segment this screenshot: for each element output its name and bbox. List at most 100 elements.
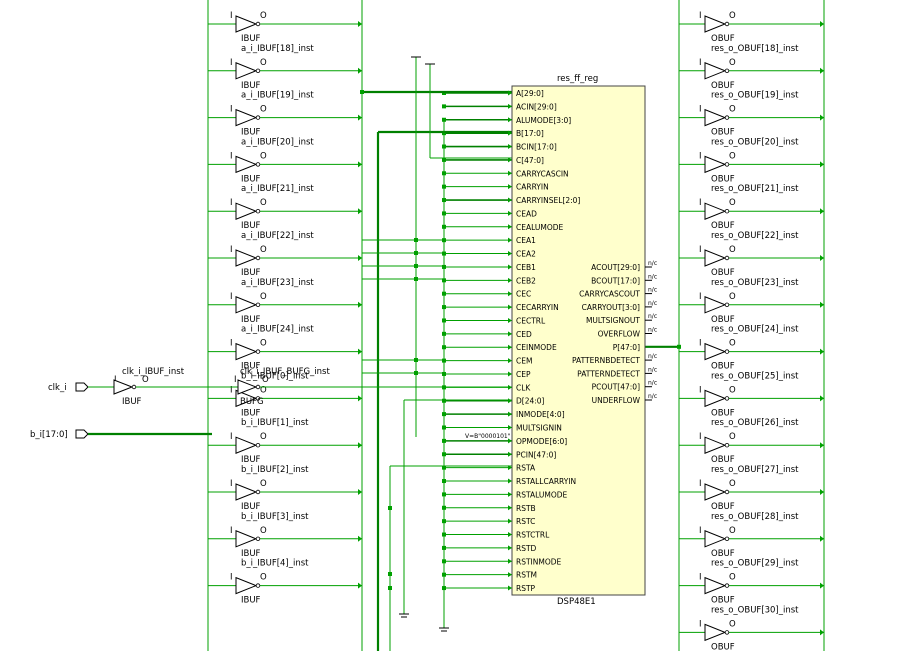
input-pin-i: I [230, 151, 233, 161]
pin-arrow [508, 210, 512, 216]
input-symbol[interactable] [235, 62, 258, 80]
input-pin-o: O [260, 198, 267, 208]
input-symbol[interactable] [235, 15, 258, 33]
input-symbol[interactable] [235, 108, 258, 127]
dsp-output-pin: BCOUT[17:0] [591, 276, 640, 285]
output-symbol[interactable] [704, 342, 727, 361]
output-symbol[interactable] [704, 108, 727, 127]
output-symbol[interactable] [704, 576, 727, 595]
input-symbol[interactable] [235, 576, 258, 595]
input-symbol[interactable] [235, 155, 258, 174]
clk-port[interactable] [75, 382, 89, 392]
input-bubble [255, 443, 261, 448]
output-type-label: OBUF [711, 642, 735, 651]
net-junction [414, 277, 418, 281]
output-symbol[interactable] [704, 62, 727, 80]
dsp-input-pin: BCIN[17:0] [516, 143, 557, 152]
output-pin-i: I [699, 619, 702, 629]
output-pin-o: O [729, 432, 736, 442]
b-port[interactable] [75, 429, 89, 439]
output-type-label: OBUF [711, 221, 735, 231]
input-type-label: IBUF [241, 596, 261, 606]
input-pin-i: I [230, 292, 233, 302]
net-junction [360, 90, 364, 94]
input-symbol[interactable] [235, 530, 258, 548]
output-symbol[interactable] [704, 483, 727, 501]
input-symbol[interactable] [235, 389, 258, 408]
output-symbol[interactable] [704, 15, 727, 33]
net-arrow [358, 489, 362, 495]
static-wires [207, 0, 825, 651]
pin-arrow [508, 197, 512, 203]
input-symbol[interactable] [235, 342, 258, 361]
output-type-label: OBUF [711, 128, 735, 138]
output-symbol[interactable] [704, 530, 727, 548]
nc-label: n/c [648, 393, 657, 400]
output-bubble [724, 583, 730, 588]
output-symbol[interactable] [704, 436, 727, 454]
net-arrow [358, 582, 362, 589]
clk-ibuf-symbol[interactable] [113, 379, 134, 395]
output-symbol[interactable] [704, 389, 727, 408]
output-symbol[interactable] [704, 296, 727, 314]
input-symbol[interactable] [235, 483, 258, 501]
net-junction [414, 371, 418, 375]
output-inst-label: res_o_OBUF[19]_inst [711, 91, 799, 101]
net-arrow [820, 21, 824, 27]
dsp-cell[interactable]: res_ff_reg DSP48E1 V=B"0000101" A[29:0]A… [465, 74, 657, 607]
input-type-label: IBUF [241, 221, 261, 231]
clk-port-label: clk_i [48, 383, 67, 393]
clk-bufg-symbol[interactable] [237, 379, 258, 395]
dsp-input-pin: RSTALUMODE [516, 490, 568, 499]
output-symbol[interactable] [704, 623, 727, 642]
output-inst-label: res_o_OBUF[24]_inst [711, 325, 799, 335]
input-symbol[interactable] [235, 249, 258, 267]
output-symbol[interactable] [704, 155, 727, 174]
nc-label: n/c [648, 300, 657, 307]
dsp-body[interactable] [511, 85, 646, 596]
output-bubble [724, 68, 730, 73]
input-type-label: IBUF [241, 128, 261, 138]
dsp-input-pin: RSTB [516, 504, 536, 513]
output-symbol[interactable] [704, 202, 727, 220]
output-inst-label: res_o_OBUF[26]_inst [711, 418, 799, 428]
b-input-port: b_i[17:0] [30, 429, 212, 440]
pin-arrow [508, 572, 512, 578]
output-pin-o: O [729, 385, 736, 395]
output-inst-label: res_o_OBUF[22]_inst [711, 231, 799, 241]
output-symbol[interactable] [704, 249, 727, 267]
input-symbol[interactable] [235, 436, 258, 454]
input-symbol[interactable] [235, 202, 258, 220]
output-bubble [724, 349, 730, 354]
output-pin-i: I [699, 432, 702, 442]
input-symbol[interactable] [235, 296, 258, 314]
